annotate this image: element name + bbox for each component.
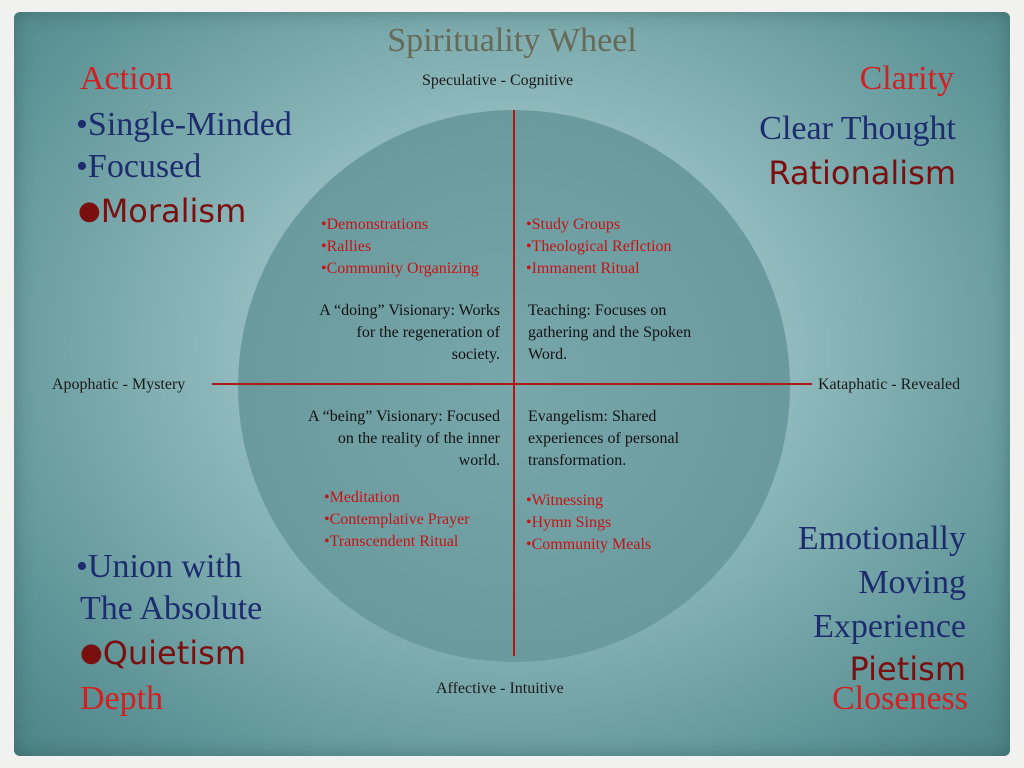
quadrant-upper-right-practices: •Study Groups •Theological Reflction •Im… (526, 214, 672, 280)
corner-extreme-pietism: Pietism (849, 650, 966, 688)
description-line: gathering and the Spoken (528, 324, 692, 341)
practice-item: •Witnessing (526, 492, 603, 509)
corner-extreme-moralism: Moralism (100, 192, 247, 230)
corner-heading-closeness: Closeness (832, 680, 968, 717)
axis-label-right: Kataphatic - Revealed (818, 376, 961, 393)
description-line: on the reality of the inner (337, 430, 500, 447)
quadrant-upper-left-practices: •Demonstrations •Rallies •Community Orga… (321, 214, 479, 280)
description-line: A “being” Visionary: Focused (307, 408, 500, 425)
practice-item: •Demonstrations (321, 216, 428, 233)
corner-line-clear-thought: Clear Thought (759, 110, 956, 147)
practice-item: •Rallies (321, 238, 372, 255)
corner-heading-action: Action (80, 60, 173, 97)
description-line: experiences of personal (528, 430, 680, 447)
quadrant-lower-left-description: A “being” Visionary: Focused on the real… (308, 406, 500, 472)
quadrant-upper-left-description: A “doing” Visionary: Works for the regen… (319, 300, 500, 366)
practice-item: •Immanent Ritual (526, 260, 640, 277)
description-line: society. (451, 346, 500, 363)
practice-item: •Theological Reflction (526, 238, 672, 255)
practice-item: •Study Groups (526, 216, 621, 233)
description-line: Teaching: Focuses on (528, 302, 667, 319)
practice-item: •Community Organizing (321, 260, 479, 277)
corner-extreme-moralism-row: ●Moralism (78, 192, 246, 230)
practice-item: •Community Meals (526, 536, 652, 553)
horizontal-axis-line (212, 383, 812, 385)
description-line: transformation. (528, 452, 627, 469)
quadrant-lower-left-practices: •Meditation •Contemplative Prayer •Trans… (324, 487, 470, 553)
description-line: A “doing” Visionary: Works (319, 302, 500, 319)
axis-label-left: Apophatic - Mystery (52, 376, 186, 393)
practice-item: •Transcendent Ritual (324, 533, 459, 550)
quadrant-lower-right-practices: •Witnessing •Hymn Sings •Community Meals (526, 490, 651, 556)
corner-item-focused: •Focused (76, 148, 202, 185)
corner-line-union-with: •Union with (76, 548, 242, 585)
practice-item: •Meditation (324, 489, 400, 506)
corner-heading-clarity: Clarity (859, 60, 954, 97)
corner-line-moving: Moving (858, 564, 966, 601)
corner-extreme-quietism-row: ●Quietism (80, 634, 246, 672)
corner-line-emotionally: Emotionally (797, 520, 966, 557)
corner-extreme-rationalism: Rationalism (768, 154, 956, 192)
quadrant-upper-right-description: Teaching: Focuses on gathering and the S… (528, 300, 691, 366)
practice-item: •Contemplative Prayer (324, 511, 470, 528)
diagram-title: Spirituality Wheel (387, 22, 637, 59)
description-line: for the regeneration of (356, 324, 500, 341)
corner-item-single-minded: •Single-Minded (76, 106, 292, 143)
description-line: Evangelism: Shared (528, 408, 657, 425)
corner-heading-depth: Depth (80, 680, 164, 717)
bullet-icon: ● (80, 638, 103, 668)
description-line: world. (458, 452, 500, 469)
axis-label-bottom: Affective - Intuitive (436, 680, 564, 697)
bullet-icon: ● (78, 196, 101, 226)
description-line: Word. (528, 346, 568, 363)
axis-label-top: Speculative - Cognitive (422, 72, 574, 89)
corner-line-the-absolute: The Absolute (80, 590, 263, 627)
quadrant-lower-right-description: Evangelism: Shared experiences of person… (528, 406, 679, 472)
practice-item: •Hymn Sings (526, 514, 612, 531)
corner-line-experience: Experience (813, 608, 966, 645)
corner-extreme-quietism: Quietism (102, 634, 247, 672)
